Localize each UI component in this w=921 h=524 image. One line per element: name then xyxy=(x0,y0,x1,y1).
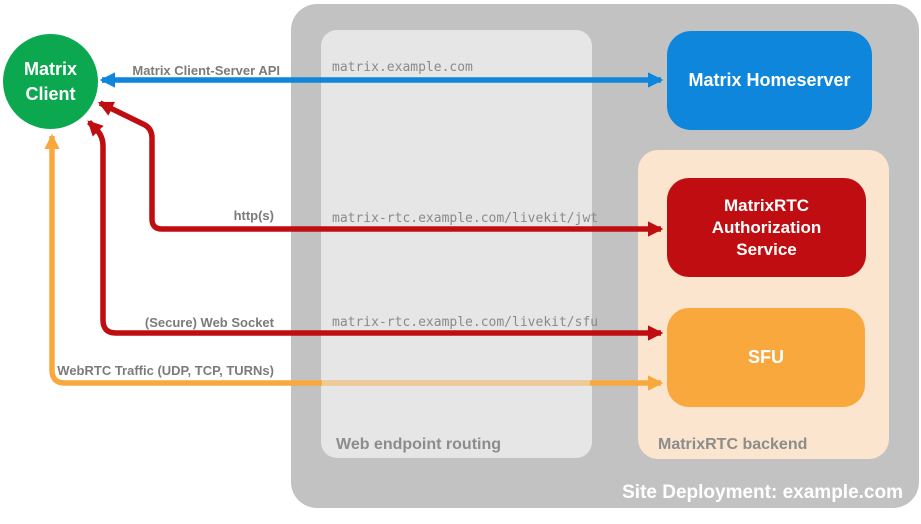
matrix-client-label: Matrix Client xyxy=(23,58,77,104)
endpoint-livekit-sfu: matrix-rtc.example.com/livekit/sfu xyxy=(332,315,599,330)
matrix-client-node: Matrix Client xyxy=(3,34,98,129)
client-server-api-arrow-label: Matrix Client-Server API xyxy=(132,63,280,78)
webrtc-traffic-arrow-label: WebRTC Traffic (UDP, TCP, TURNs) xyxy=(57,363,274,378)
matrixrtc-authorization-service-label: MatrixRTC Authorization Service xyxy=(711,195,822,259)
sfu-node: SFU xyxy=(667,308,865,407)
matrix-homeserver-node: Matrix Homeserver xyxy=(667,31,872,130)
endpoint-matrix-example-com: matrix.example.com xyxy=(332,60,473,75)
web-socket-arrow-label: (Secure) Web Socket xyxy=(144,315,274,330)
https-arrow-label: http(s) xyxy=(233,208,274,223)
sfu-label: SFU xyxy=(748,347,784,367)
web-endpoint-routing-panel xyxy=(321,30,592,458)
web-endpoint-routing-caption: Web endpoint routing xyxy=(336,436,502,453)
matrix-homeserver-label: Matrix Homeserver xyxy=(688,70,851,90)
endpoint-livekit-jwt: matrix-rtc.example.com/livekit/jwt xyxy=(332,211,599,226)
matrixrtc-backend-caption: MatrixRTC backend xyxy=(658,436,808,453)
matrixrtc-authorization-service-node: MatrixRTC Authorization Service xyxy=(667,178,866,277)
site-deployment-caption: Site Deployment: example.com xyxy=(622,482,903,503)
